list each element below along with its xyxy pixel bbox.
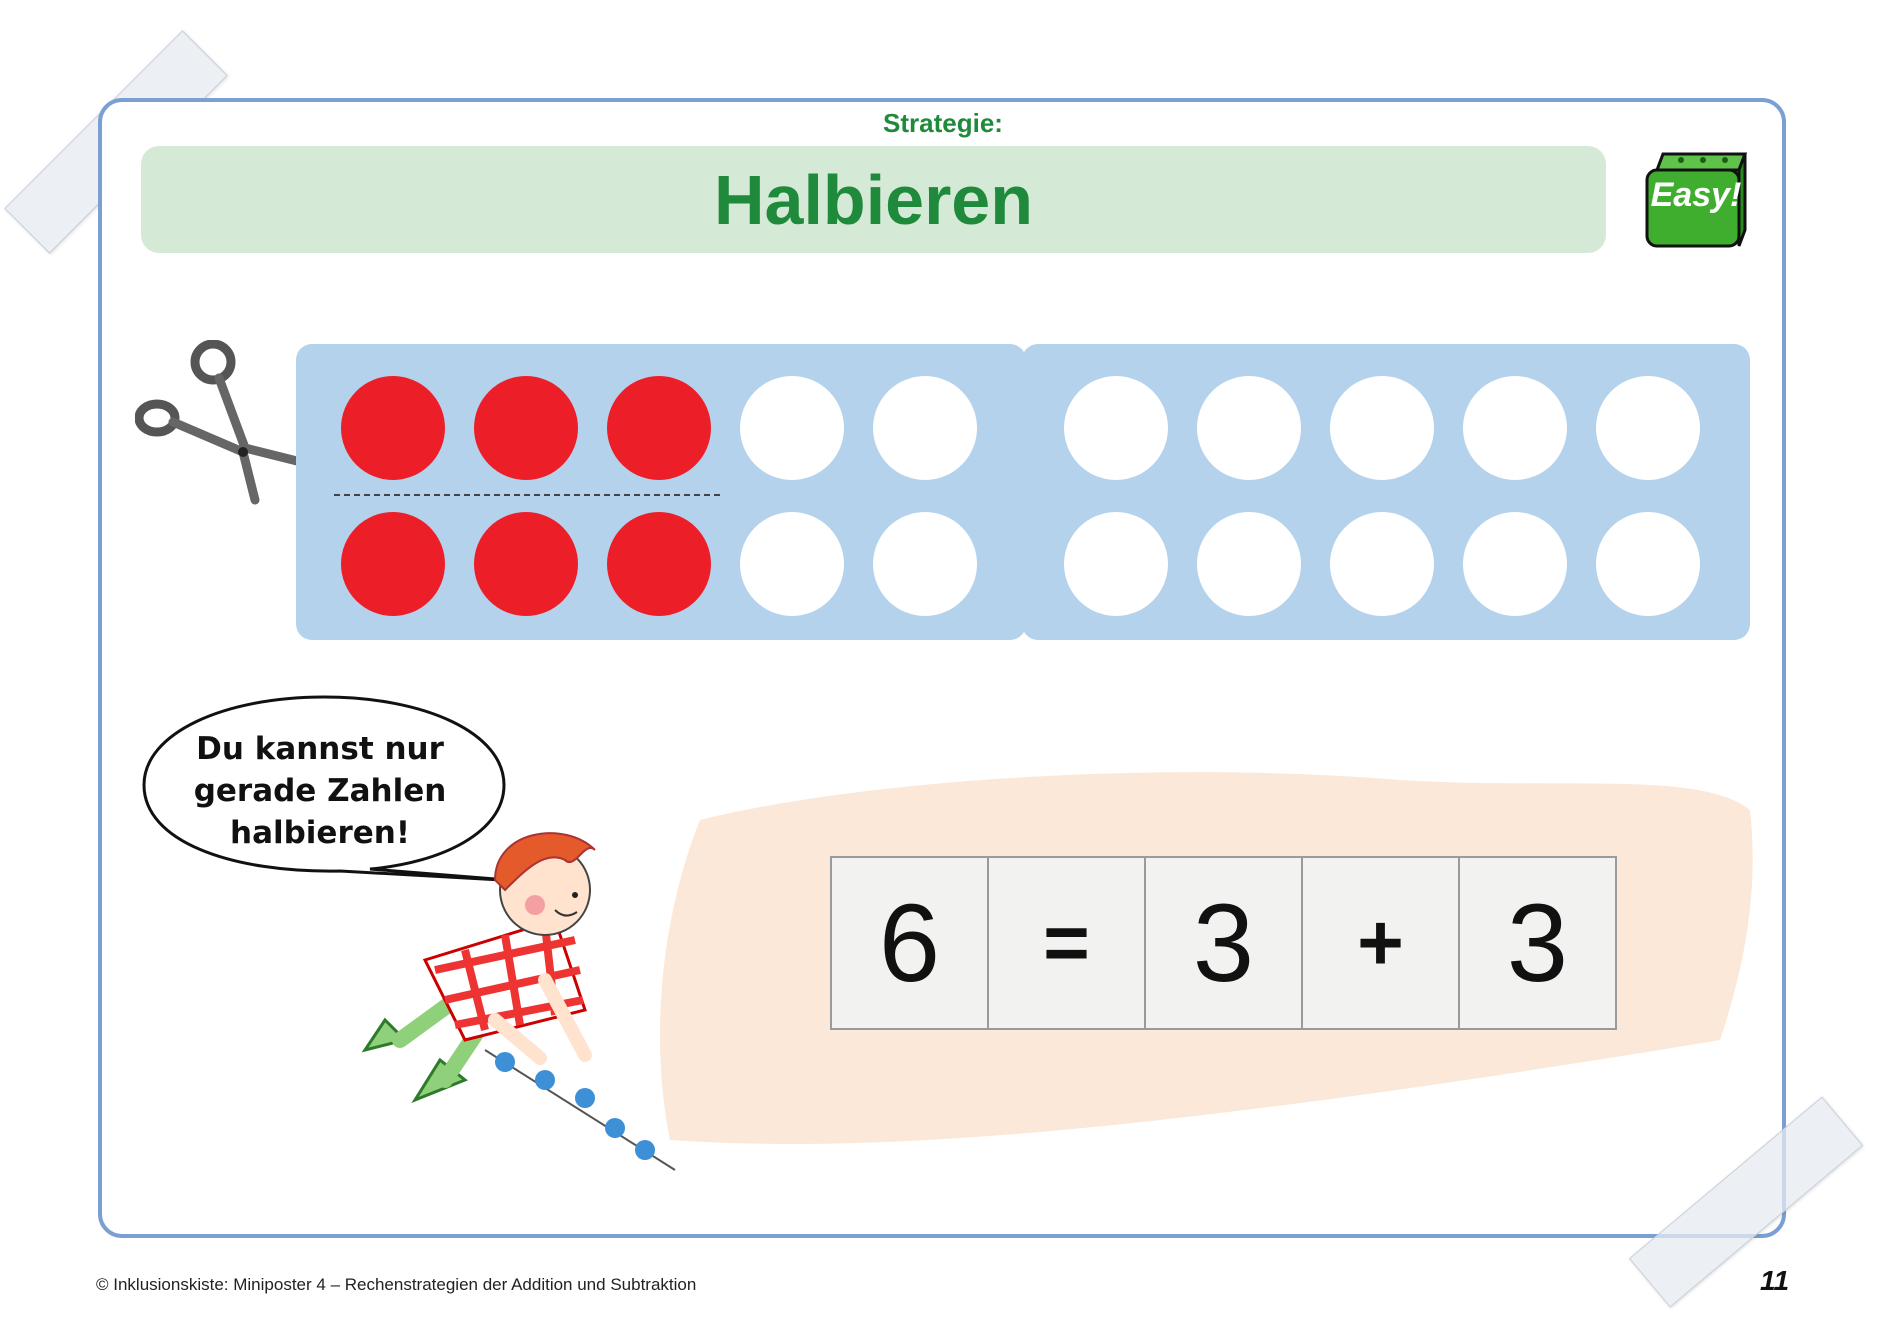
speech-bubble-text: Du kannst nur gerade Zahlen halbieren! xyxy=(160,728,480,854)
red-counter xyxy=(607,376,711,480)
strategy-label: Strategie: xyxy=(883,108,1003,138)
footer-credit: © Inklusionskiste: Miniposter 4 – Rechen… xyxy=(96,1275,697,1294)
empty-counter xyxy=(740,512,844,616)
empty-counter xyxy=(1197,376,1301,480)
equation-equals: = xyxy=(987,856,1146,1030)
empty-counter xyxy=(1330,376,1434,480)
red-counter xyxy=(341,512,445,616)
empty-counter xyxy=(873,376,977,480)
red-counter xyxy=(607,512,711,616)
speech-line-3: halbieren! xyxy=(230,815,410,851)
cut-line xyxy=(334,494,720,496)
equation-number-3a: 3 xyxy=(1144,856,1303,1030)
red-counter xyxy=(474,512,578,616)
empty-counter xyxy=(873,512,977,616)
empty-counter xyxy=(1463,376,1567,480)
empty-counter xyxy=(1064,376,1168,480)
girl-illustration xyxy=(361,832,676,1171)
speech-line-1: Du kannst nur xyxy=(196,731,444,767)
equation: 6 = 3 + 3 xyxy=(830,856,1617,1030)
empty-counter xyxy=(1596,512,1700,616)
equation-plus: + xyxy=(1301,856,1460,1030)
speech-bubble xyxy=(142,695,508,882)
page-title: Halbieren xyxy=(714,160,1033,239)
equation-number-3b: 3 xyxy=(1458,856,1617,1030)
title-bar: Halbieren xyxy=(141,146,1606,253)
easy-dice-badge: Easy! xyxy=(1641,146,1751,252)
equation-number-6: 6 xyxy=(830,856,989,1030)
dice-icon xyxy=(1645,152,1748,248)
page-number: 11 xyxy=(1760,1265,1790,1296)
easy-badge-text: Easy! xyxy=(1650,176,1742,214)
red-counter xyxy=(474,376,578,480)
empty-counter xyxy=(740,376,844,480)
red-counter xyxy=(341,376,445,480)
empty-counter xyxy=(1330,512,1434,616)
speech-line-2: gerade Zahlen xyxy=(193,773,447,809)
empty-counter xyxy=(1197,512,1301,616)
empty-counter xyxy=(1596,376,1700,480)
empty-counter xyxy=(1064,512,1168,616)
empty-counter xyxy=(1463,512,1567,616)
